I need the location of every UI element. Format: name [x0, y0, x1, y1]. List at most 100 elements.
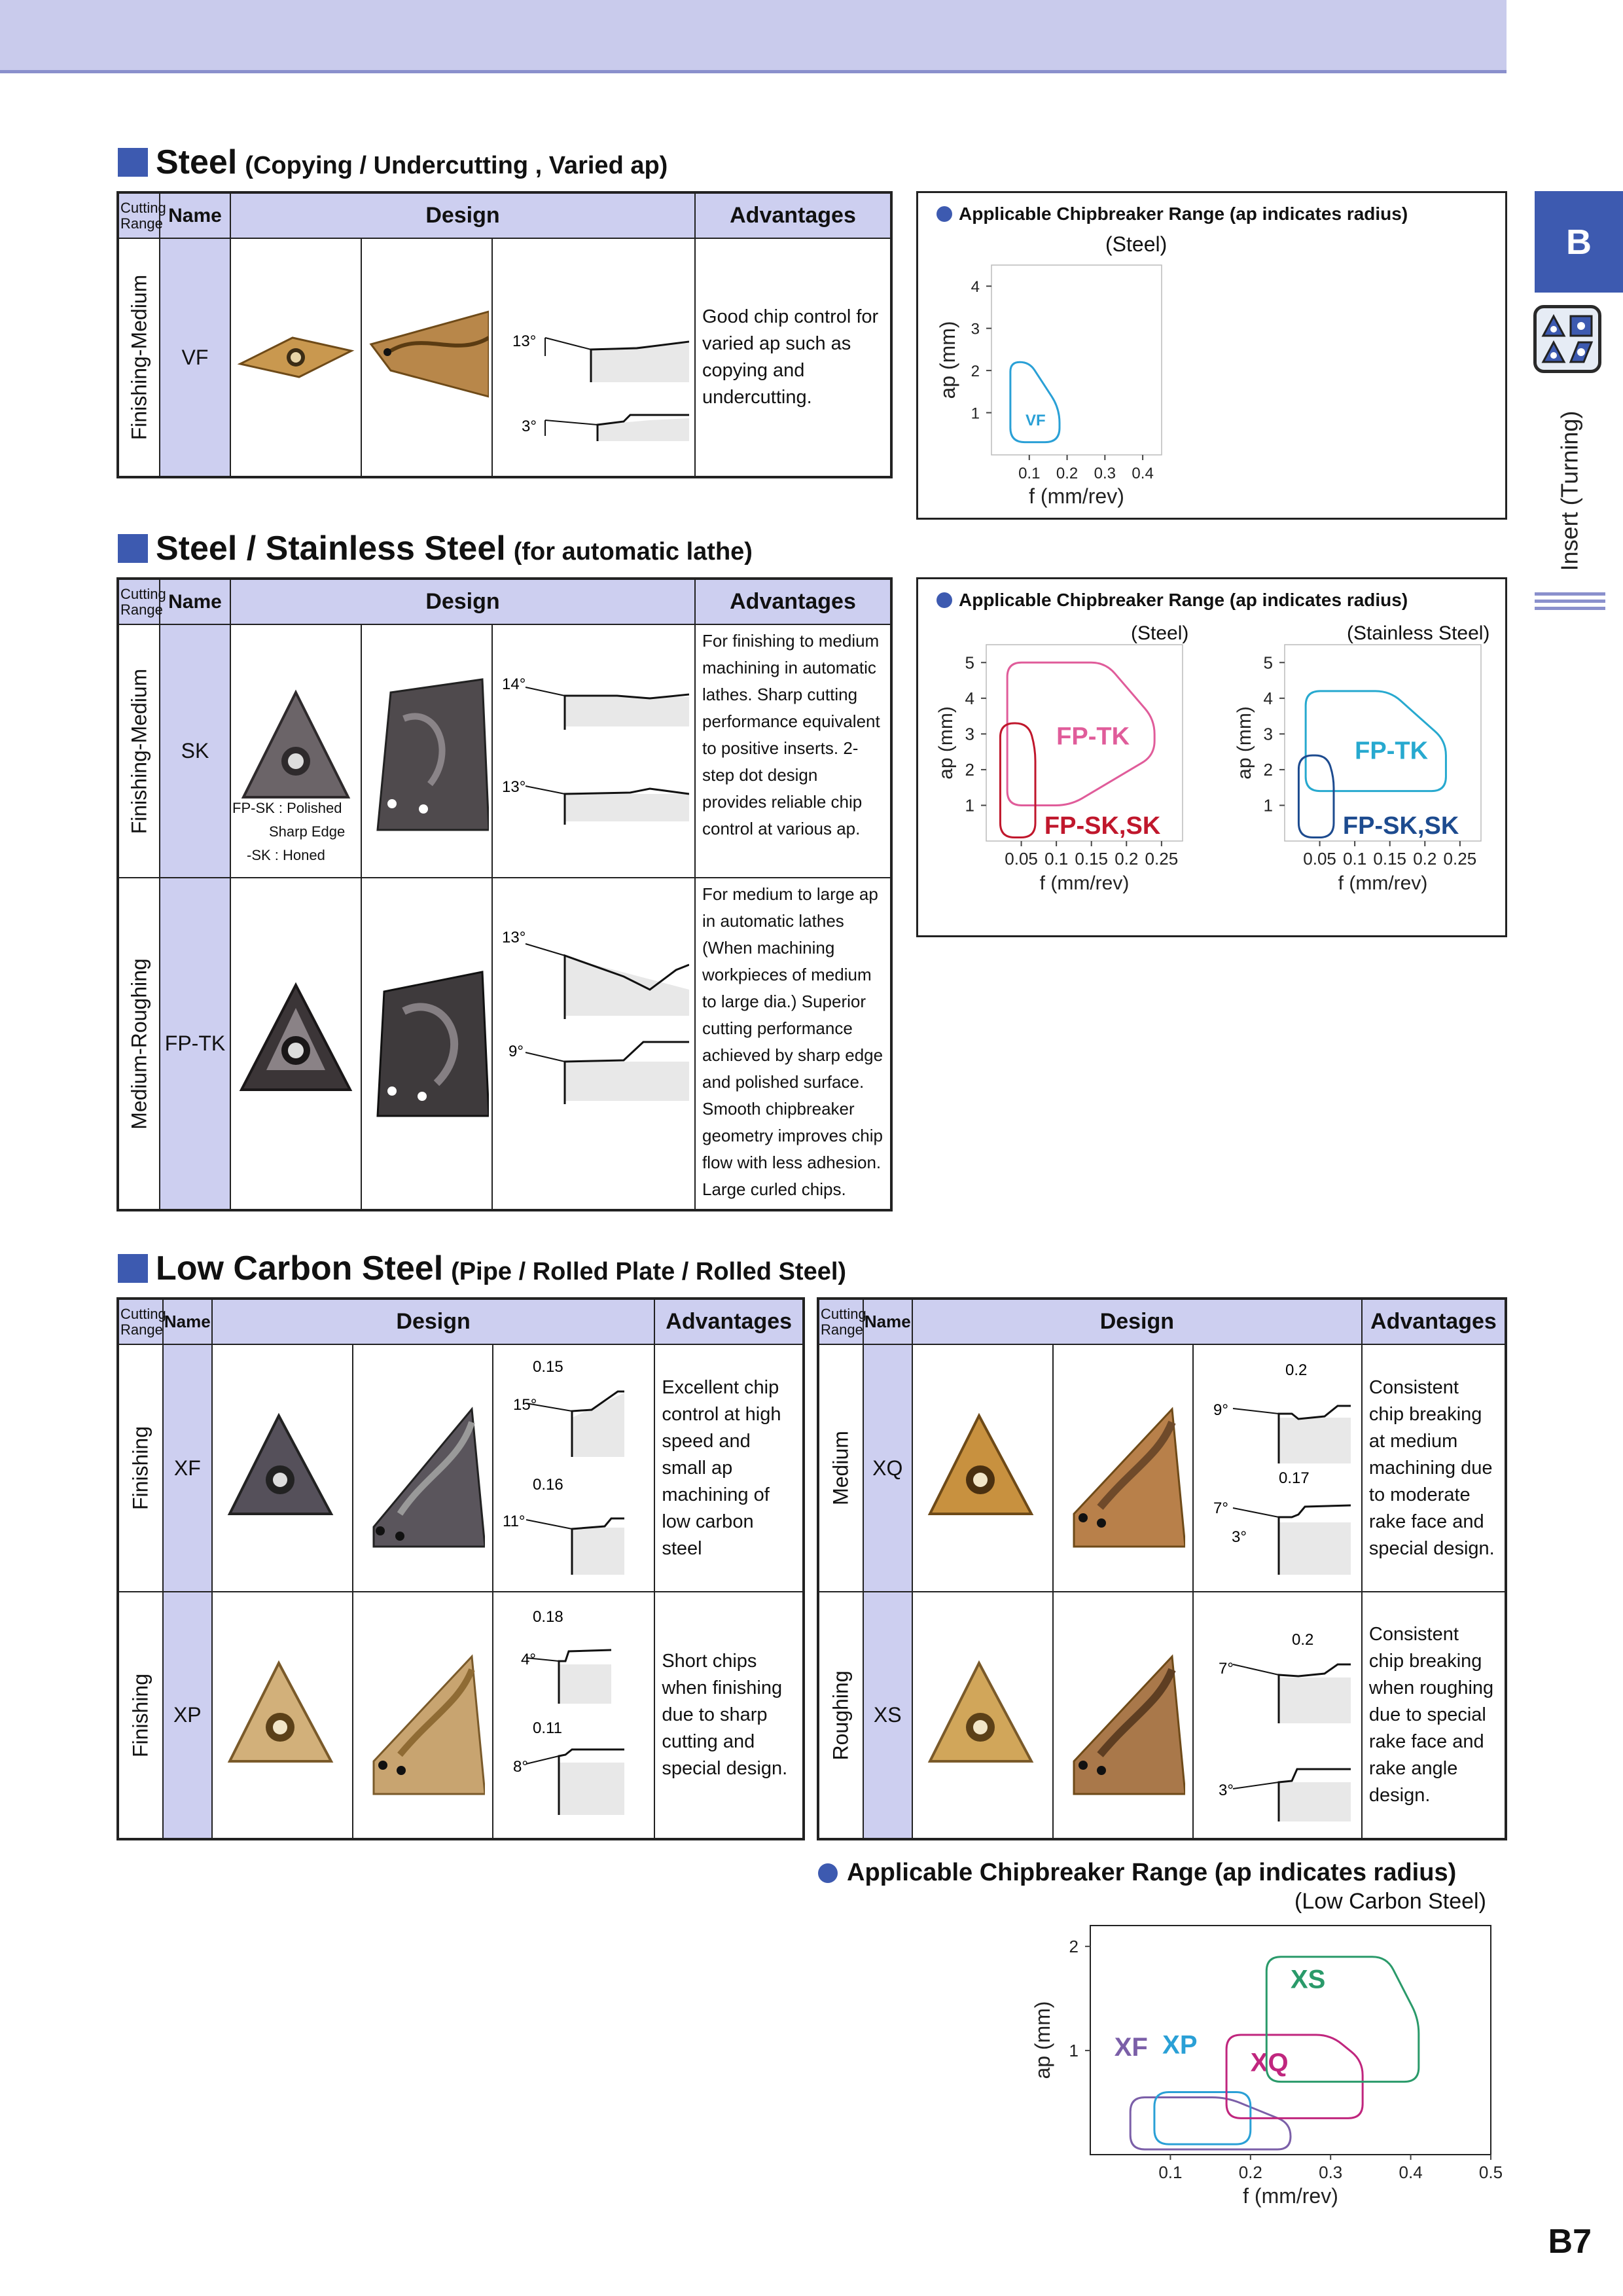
bullet-icon [818, 1863, 838, 1883]
rake-angle-label: 13° [502, 929, 526, 946]
advantages-text: Short chips when finishing due to sharp … [654, 1591, 804, 1840]
chipbreaker-name: XS [862, 1591, 913, 1840]
y-tick-label: 1 [1264, 795, 1273, 815]
section-subtitle-text: (for automatic lathe) [513, 538, 753, 565]
rake-angle-label: 3° [522, 418, 537, 435]
y-tick-label: 4 [1264, 689, 1273, 708]
name-header: Name [162, 1298, 213, 1345]
plot-area [991, 264, 1162, 456]
design-header: Design [230, 578, 696, 625]
land-width-label: 0.2 [1292, 1631, 1313, 1649]
range-region-fpsksk [1297, 754, 1335, 839]
y-tick-label: 2 [1069, 1937, 1079, 1956]
section-subtitle-text: (Copying / Undercutting , Varied ap) [245, 152, 668, 179]
land-width-label: 0.17 [1279, 1469, 1310, 1487]
cross-section-diagram: 13° 9° [491, 877, 696, 1211]
series-label: FP-SK,SK [1044, 812, 1161, 840]
series-label: XQ [1251, 2049, 1289, 2077]
advantages-header: Advantages [654, 1298, 804, 1345]
edge-notes: FP-SK : Polished Sharp Edge -SK : Honed [232, 800, 346, 863]
x-axis-label: f (mm/rev) [1338, 872, 1428, 894]
title-square-icon [118, 148, 148, 177]
table-row: Finishing-Medium SK FP-SK : Polished Sha… [117, 624, 892, 878]
name-header: Name [159, 192, 231, 239]
plot-area [1284, 644, 1482, 842]
x-tick-label: 0.2 [1239, 2162, 1262, 2182]
y-tick-label: 5 [1264, 653, 1273, 672]
advantages-header: Advantages [1361, 1298, 1507, 1345]
insert-closeup-photo [1052, 1591, 1194, 1840]
series-label: XP [1162, 2031, 1197, 2060]
chipbreaker-range-chart-stainless: Applicable Chipbreaker Range (ap indicat… [916, 577, 1507, 937]
rake-angle-label: 4° [521, 1651, 536, 1668]
section-title-text: Low Carbon Steel [156, 1249, 444, 1287]
chipbreaker-name: SK [159, 624, 231, 878]
cutting-range-cell: Roughing [817, 1591, 864, 1840]
y-tick-label: 2 [965, 760, 974, 780]
insert-closeup-photo [361, 877, 493, 1211]
section-title-steel: Steel (Copying / Undercutting , Varied a… [118, 143, 668, 182]
range-region-fpsksk [999, 722, 1037, 839]
series-label: VF [1026, 412, 1046, 429]
rake-angle-label: 7° [1213, 1499, 1228, 1517]
y-tick-label: 5 [965, 653, 974, 672]
x-tick-label: 0.1 [1018, 465, 1040, 482]
y-tick-label: 3 [971, 321, 980, 338]
name-header: Name [159, 578, 231, 625]
y-axis-label: ap (mm) [1031, 2001, 1054, 2079]
cutting-range-cell: Finishing [117, 1591, 164, 1840]
x-tick-label: 0.1 [1158, 2162, 1182, 2182]
section-tab-letter: B [1566, 222, 1592, 262]
side-divider-lines [1535, 592, 1605, 616]
advantages-text: Excellent chip control at high speed and… [654, 1344, 804, 1592]
section-title-lowcarbon: Low Carbon Steel (Pipe / Rolled Plate / … [118, 1249, 846, 1288]
header-band [0, 0, 1507, 73]
chart-material-label: (Steel) [1131, 622, 1189, 644]
land-width-label: 0.2 [1285, 1361, 1307, 1379]
insert-photo [211, 1344, 353, 1592]
rake-angle-label: 11° [503, 1513, 526, 1530]
advantages-text: For finishing to medium machining in aut… [694, 624, 892, 878]
cutting-range-cell: Finishing-Medium [117, 624, 160, 878]
insert-photo [911, 1591, 1054, 1840]
table-row: Finishing XF 0.15 15° 0.16 11° Excellent… [117, 1344, 804, 1592]
rake-angle-label: 9° [508, 1043, 524, 1060]
design-header: Design [230, 192, 696, 239]
insert-closeup-photo [351, 1344, 494, 1592]
section-title-text: Steel [156, 143, 238, 181]
cross-section-diagram: 0.2 7° 3° [1192, 1591, 1363, 1840]
design-header: Design [911, 1298, 1363, 1345]
table-row: Finishing-Medium VF 13° 3° Good chip con… [117, 238, 892, 478]
y-tick-label: 4 [965, 689, 974, 708]
x-tick-label: 0.5 [1479, 2162, 1503, 2182]
table-row: Medium-Roughing FP-TK 13° 9° For medium … [117, 877, 892, 1211]
x-tick-label: 0.3 [1319, 2162, 1342, 2182]
cross-section-diagram: 0.18 4° 0.11 8° [492, 1591, 656, 1840]
y-axis-label: ap (mm) [936, 321, 959, 399]
y-tick-label: 1 [1069, 2041, 1079, 2060]
chart-header: Applicable Chipbreaker Range (ap indicat… [936, 590, 1408, 611]
x-tick-label: 0.1 [1044, 849, 1068, 869]
section-subtitle-text: (Pipe / Rolled Plate / Rolled Steel) [451, 1258, 847, 1285]
title-square-icon [118, 1254, 148, 1283]
advantages-header: Advantages [694, 578, 892, 625]
section-title-stainless: Steel / Stainless Steel (for automatic l… [118, 529, 753, 568]
insert-closeup-photo [351, 1591, 494, 1840]
advantages-text: Consistent chip breaking when roughing d… [1361, 1591, 1507, 1840]
range-region-xs [1265, 1956, 1420, 2083]
x-tick-label: 0.4 [1132, 465, 1153, 482]
range-region-fptk [1006, 661, 1156, 806]
bullet-icon [936, 592, 952, 608]
x-tick-label: 0.25 [1444, 849, 1477, 869]
section-tab[interactable]: B [1535, 191, 1623, 293]
rake-angle-label: 3° [1232, 1528, 1247, 1546]
y-axis-label: ap (mm) [1234, 706, 1255, 780]
title-square-icon [118, 534, 148, 563]
